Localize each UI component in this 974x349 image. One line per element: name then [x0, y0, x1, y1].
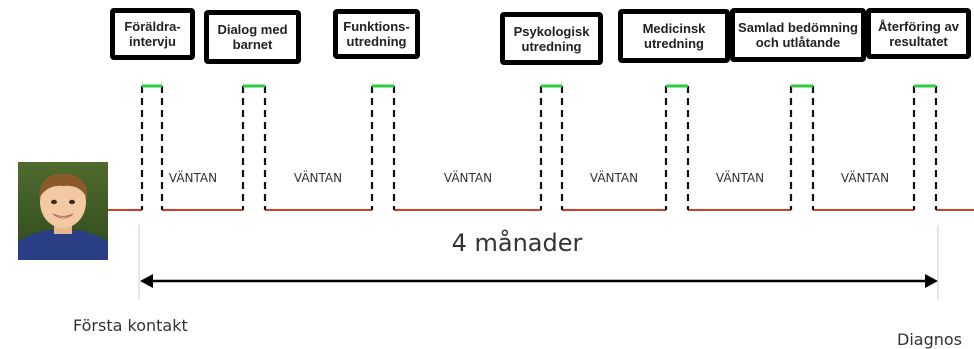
wait-labels: VÄNTAN VÄNTAN VÄNTAN VÄNTAN VÄNTAN VÄNTAN: [169, 170, 889, 185]
duration-arrow-right-head: [925, 274, 938, 288]
wait-label: VÄNTAN: [169, 170, 217, 185]
child-avatar: [18, 162, 108, 260]
step-box: Funktions- utredning: [333, 9, 420, 59]
step-box: Återföring av resultatet: [866, 8, 971, 59]
pulse-group: [140, 84, 938, 210]
child-photo-icon: [18, 162, 108, 260]
step-box: Medicinsk utredning: [618, 9, 730, 63]
wait-label: VÄNTAN: [716, 170, 764, 185]
end-label: Diagnos: [897, 330, 962, 349]
duration-label: 4 månader: [452, 228, 583, 257]
wait-label: VÄNTAN: [590, 170, 638, 185]
step-box: Dialog med barnet: [204, 10, 301, 64]
wait-label: VÄNTAN: [294, 170, 342, 185]
wait-label: VÄNTAN: [841, 170, 889, 185]
start-label: Första kontakt: [73, 316, 188, 335]
wait-label: VÄNTAN: [444, 170, 492, 185]
duration-arrow-left-head: [140, 274, 153, 288]
step-box: Föräldra- intervju: [110, 8, 195, 60]
step-box: Samlad bedömning och utlåtande: [730, 8, 866, 62]
step-box: Psykologisk utredning: [500, 12, 603, 65]
